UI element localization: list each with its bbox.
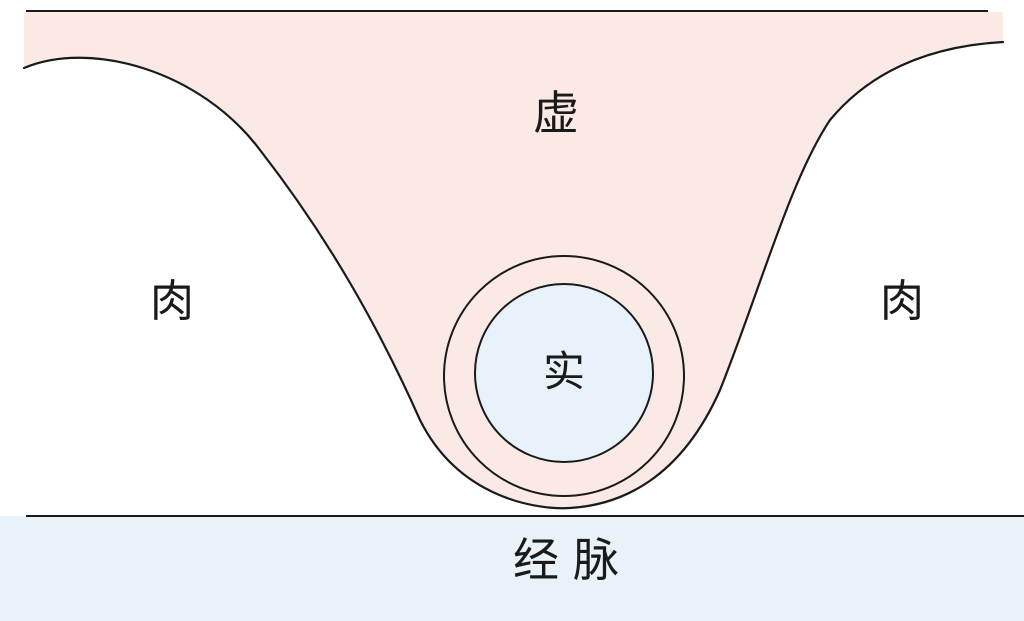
void-outline [22,40,1005,510]
solid-core [474,283,654,463]
flesh-right-label: 肉 [880,276,924,327]
meridian-label: 经脉 [513,533,633,587]
void-region [24,12,1003,509]
flesh-left-label: 肉 [150,276,194,327]
void-label: 虚 [533,86,579,140]
meridian-band [0,516,1024,621]
solid-label: 实 [542,347,586,396]
